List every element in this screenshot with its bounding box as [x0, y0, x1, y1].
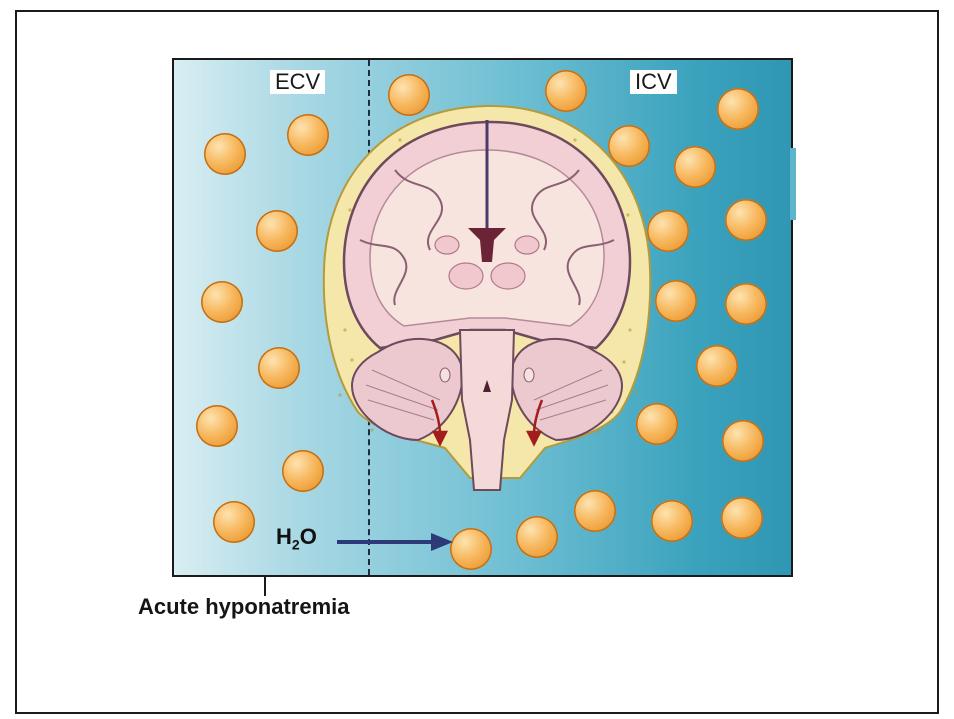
solute-particle-icon	[717, 88, 759, 130]
solute-particle-icon	[674, 146, 716, 188]
caption-pointer-line	[264, 576, 266, 596]
solute-particle-icon	[545, 70, 587, 112]
solute-particle-icon	[204, 133, 246, 175]
solute-particle-icon	[196, 405, 238, 447]
solute-particle-icon	[696, 345, 738, 387]
water-label: H2O	[276, 524, 317, 552]
solute-particle-icon	[721, 497, 763, 539]
solute-particle-icon	[201, 281, 243, 323]
solute-particle-icon	[282, 450, 324, 492]
right-arrow-icon	[335, 530, 455, 554]
solute-particle-icon	[608, 125, 650, 167]
solute-particle-icon	[213, 501, 255, 543]
solute-particle-icon	[655, 280, 697, 322]
solute-particle-icon	[258, 347, 300, 389]
solute-particle-icon	[388, 74, 430, 116]
solute-particle-icon	[636, 403, 678, 445]
solute-particle-icon	[574, 490, 616, 532]
ecv-label: ECV	[270, 70, 325, 94]
solute-particle-icon	[722, 420, 764, 462]
solute-particle-icon	[651, 500, 693, 542]
diagram-caption: Acute hyponatremia	[138, 594, 350, 620]
solute-particle-icon	[256, 210, 298, 252]
solute-particle-icon	[725, 283, 767, 325]
solute-particle-icon	[516, 516, 558, 558]
solute-particle-icon	[647, 210, 689, 252]
panel-edge-artifact	[790, 148, 796, 220]
fluid-compartment-panel	[172, 58, 793, 577]
icv-label: ICV	[630, 70, 677, 94]
solute-particle-icon	[725, 199, 767, 241]
solute-particle-icon	[287, 114, 329, 156]
cell-membrane-dashed-line	[368, 60, 370, 575]
solute-particle-icon	[450, 528, 492, 570]
